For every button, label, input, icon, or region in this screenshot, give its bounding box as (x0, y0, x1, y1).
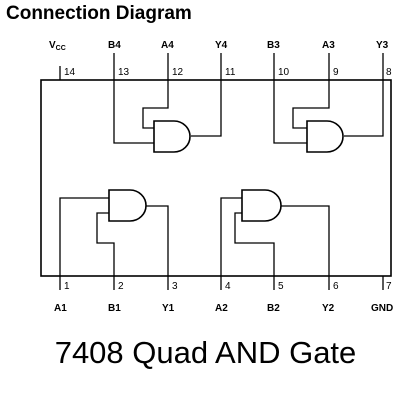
and-gate-4-symbol (153, 120, 191, 153)
pin-5-name: B2 (267, 303, 280, 314)
bottom-pin-stubs (59, 276, 384, 290)
pin-11-number: 11 (225, 67, 236, 78)
pin-3-number: 3 (172, 281, 178, 292)
pin-12-number: 12 (172, 67, 184, 78)
top-pin-stubs (59, 53, 384, 80)
pin-12-name: A4 (161, 40, 174, 51)
ic-body (40, 79, 392, 277)
pin-8-name: Y3 (376, 40, 389, 51)
pin-9-name: A3 (322, 40, 335, 51)
pin-5-number: 5 (278, 281, 284, 292)
pin-10-name: B3 (267, 40, 280, 51)
gate-4 (113, 80, 222, 153)
gate-1 (59, 189, 169, 276)
pin-10-number: 10 (278, 67, 290, 78)
pin-14-number: 14 (64, 67, 76, 78)
bottom-pin-labels: 1 2 3 4 5 6 7 A1 B1 Y1 A2 B2 Y2 GND (54, 281, 393, 314)
and-gate-1-symbol (108, 189, 147, 222)
pin-13-name: B4 (108, 40, 121, 51)
pin-14-name: VCC (49, 40, 66, 52)
pin-7-number: 7 (386, 281, 392, 292)
pin-9-number: 9 (333, 67, 339, 78)
pin-11-name: Y4 (215, 40, 228, 51)
and-gate-2-symbol (241, 189, 282, 222)
gate-3 (273, 80, 384, 153)
pin-8-number: 8 (386, 67, 392, 78)
pin-2-name: B1 (108, 303, 121, 314)
pin-13-number: 13 (118, 67, 130, 78)
diagram-caption: 7408 Quad AND Gate (54, 335, 357, 370)
pin-3-name: Y1 (162, 303, 175, 314)
pin-7-name: GND (371, 303, 393, 314)
and-gate-3-symbol (306, 120, 344, 153)
pin-4-name: A2 (215, 303, 228, 314)
diagram-heading: Connection Diagram (6, 3, 192, 24)
pin-14-name-sub: CC (56, 45, 66, 52)
pin-1-name: A1 (54, 303, 67, 314)
pin-2-number: 2 (118, 281, 124, 292)
connection-diagram: VCC B4 A4 Y4 B3 A3 Y3 14 13 12 11 10 9 8… (40, 40, 393, 314)
pin-6-number: 6 (333, 281, 339, 292)
pin-4-number: 4 (225, 281, 231, 292)
gate-2 (220, 189, 330, 276)
pin-1-number: 1 (64, 281, 70, 292)
pin-6-name: Y2 (322, 303, 335, 314)
